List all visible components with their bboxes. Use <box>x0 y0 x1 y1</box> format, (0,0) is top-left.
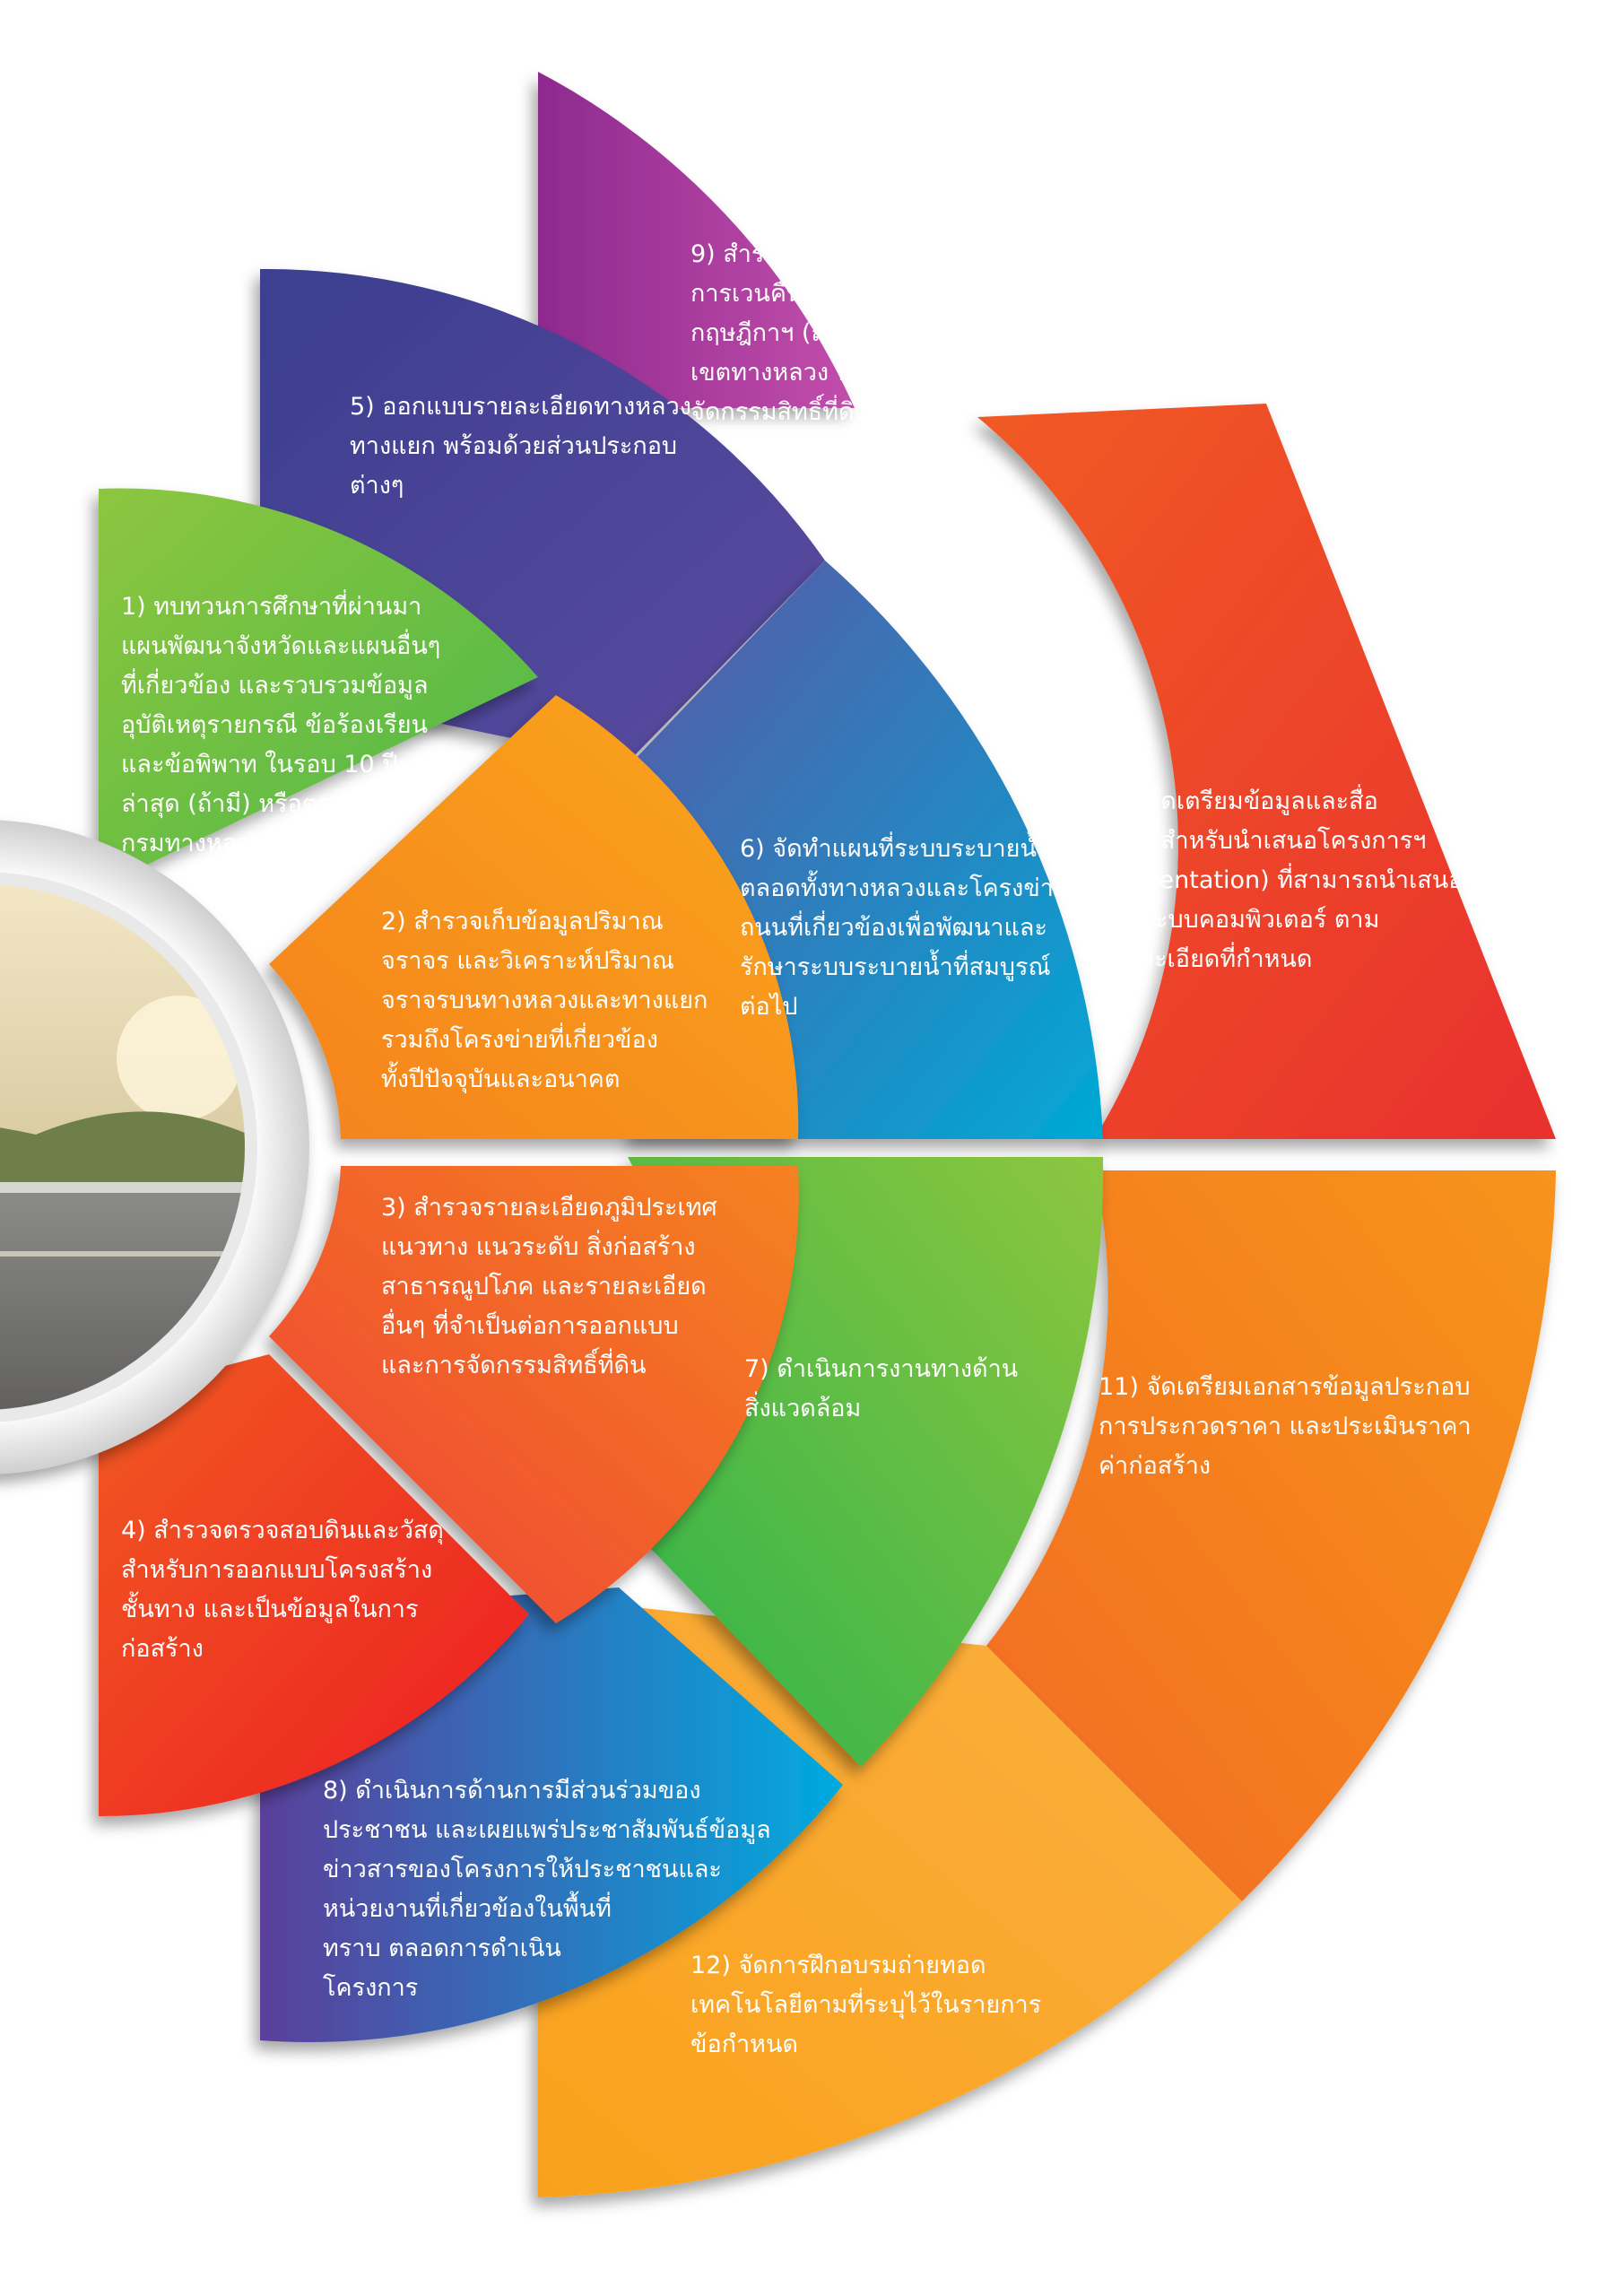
segment-step-10 <box>977 404 1556 1139</box>
step-7-text: 7) ดำเนินการงานทางด้าน สิ่งแวดล้อม <box>744 1355 1019 1422</box>
step-11-text: 11) จัดเตรียมเอกสารข้อมูลประกอบ การประกว… <box>1099 1373 1472 1480</box>
step-9-text: 9) สำรวจทรัพย์สินและข้อมูลเพื่อ การเวนคื… <box>690 240 1077 426</box>
step-1-text: 1) ทบทวนการศึกษาที่ผ่านมา แผนพัฒนาจังหวั… <box>121 593 441 857</box>
segment-step-3 <box>269 1166 799 1623</box>
step-2-text: 2) สำรวจเก็บข้อมูลปริมาณ จราจร และวิเครา… <box>381 908 708 1093</box>
step-8-text: 8) ดำเนินการด้านการมีส่วนร่วมของ ประชาชน… <box>323 1777 771 2002</box>
step-4-text: 4) สำรวจตรวจสอบดินและวัสดุ สำหรับการออกแ… <box>121 1517 444 1663</box>
step-5-text: 5) ออกแบบรายละเอียดทางหลวง ทางแยก พร้อมด… <box>350 393 691 500</box>
middle-ring <box>260 268 1104 2043</box>
segment-step-1 <box>99 488 538 888</box>
segment-step-11 <box>986 1170 1556 1901</box>
segment-step-9 <box>538 72 855 408</box>
center-photo <box>0 820 309 1474</box>
step-12-text: 12) จัดการฝึกอบรมถ่ายทอด เทคโนโลยีตามที่… <box>690 1952 1042 2058</box>
step-6-text: 6) จัดทำแผนที่ระบบระบายน้ำ ตลอดทั้งทางหล… <box>740 835 1068 1021</box>
segment-step-4 <box>99 1354 529 1817</box>
inner-ring <box>99 488 799 1817</box>
step-10-text: 10) จัดเตรียมข้อมูลและสื่อ ต่างๆ สำหรับน… <box>1099 787 1463 973</box>
segment-step-2 <box>269 695 799 1139</box>
step-3-text: 3) สำรวจรายละเอียดภูมิประเทศ แนวทาง แนวร… <box>381 1194 717 1379</box>
